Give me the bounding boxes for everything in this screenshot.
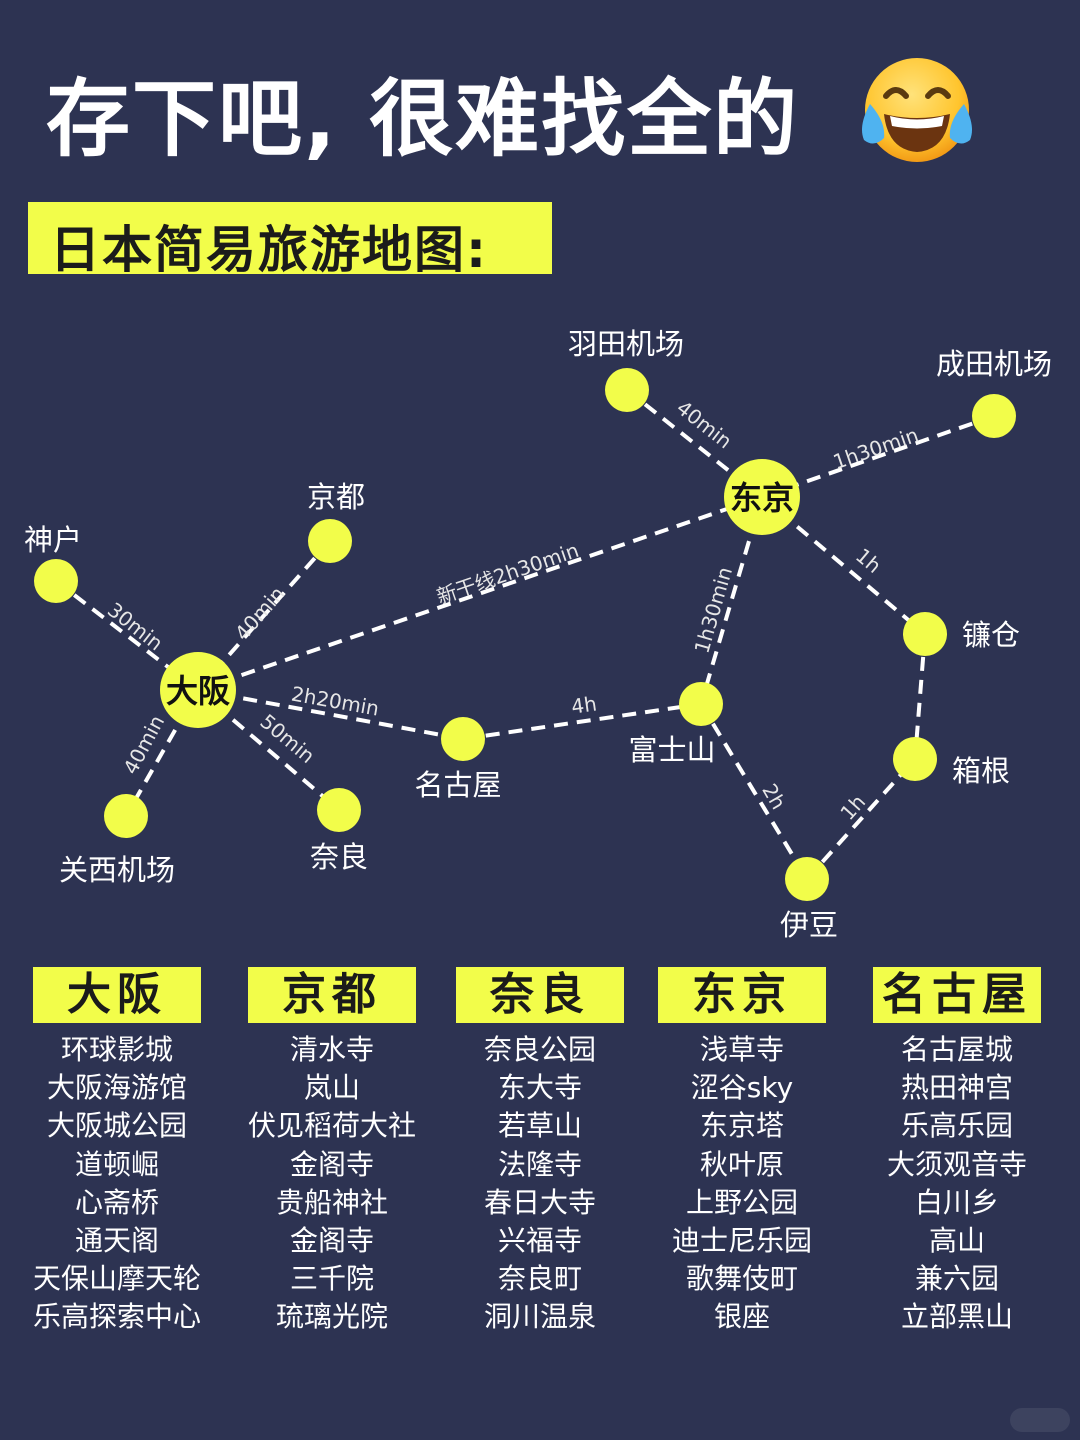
travel-route-map: 东京 大阪 羽田机场 成田机场 京都 神户 镰仓 富士山 名古屋 箱根 奈良 关…: [24, 327, 1052, 942]
route-label-kyoto-osaka: 40min: [230, 582, 290, 645]
list-item: 上野公园: [685, 1185, 798, 1219]
list-item: 兴福寺: [497, 1224, 582, 1258]
list-item: 琉璃光院: [275, 1300, 388, 1334]
list-item: 奈良町: [497, 1262, 582, 1296]
node-nagoya: [441, 717, 485, 761]
list-item: 三千院: [289, 1262, 374, 1296]
node-nara: [317, 788, 361, 832]
list-item: 金阁寺: [289, 1224, 374, 1258]
column-heading: 名古屋: [873, 967, 1041, 1023]
column-heading: 大阪: [33, 967, 201, 1023]
route-osaka-tokyo: [197, 495, 763, 692]
column-tokyo: 东京 浅草寺 涩谷sky 东京塔 秋叶原 上野公园 迪士尼乐园 歌舞伎町 银座: [632, 967, 852, 1337]
node-kansai-airport: [104, 794, 148, 838]
list-item: 名古屋城: [900, 1033, 1013, 1066]
place-label-hakone: 箱根: [952, 754, 1010, 788]
route-nagoya-fuji: [462, 702, 702, 741]
place-label-narita: 成田机场: [936, 347, 1052, 381]
list-item: 东大寺: [497, 1071, 582, 1105]
list-item: 白川乡: [914, 1185, 999, 1219]
place-label-nagoya: 名古屋: [414, 768, 501, 802]
list-item: 兼六园: [914, 1262, 999, 1296]
watermark-logo: [1010, 1408, 1070, 1432]
place-label-fuji: 富士山: [628, 733, 715, 767]
list-item: 岚山: [303, 1071, 360, 1105]
route-izu-hakone: [805, 757, 917, 881]
place-label-kamakura: 镰仓: [962, 618, 1020, 652]
list-item: 迪士尼乐园: [671, 1224, 812, 1258]
list-item: 伏见稻荷大社: [247, 1109, 416, 1143]
route-narita-tokyo: [761, 414, 995, 499]
column-heading: 奈良: [456, 967, 624, 1023]
list-item: 银座: [713, 1300, 770, 1334]
node-izu: [785, 857, 829, 901]
face-with-tears-of-joy-icon: [862, 58, 972, 162]
place-label-haneda: 羽田机场: [568, 327, 684, 361]
node-osaka: [160, 652, 236, 728]
node-fuji: [679, 682, 723, 726]
place-label-kansai-airport: 关西机场: [59, 853, 175, 887]
page-title: 存下吧, 很难找全的: [46, 70, 800, 168]
route-label-tokyo-kamakura: 1h: [851, 543, 886, 578]
node-kamakura: [903, 612, 947, 656]
list-item: 若草山: [497, 1109, 582, 1143]
list-item: 金阁寺: [289, 1147, 374, 1181]
list-item: 秋叶原: [699, 1147, 784, 1181]
list-item: 立部黑山: [900, 1300, 1013, 1334]
list-item: 大须观音寺: [886, 1147, 1027, 1181]
route-label-osaka-nara: 50min: [256, 709, 320, 768]
hub-label-osaka: 大阪: [166, 672, 230, 710]
route-label-osaka-tokyo: 新干线2h30min: [434, 538, 582, 609]
column-nara: 奈良 奈良公园 东大寺 若草山 法隆寺 春日大寺 兴福寺 奈良町 洞川温泉: [430, 967, 650, 1337]
place-label-kobe: 神户: [24, 523, 82, 557]
map-subtitle: 日本简易旅游地图:: [50, 221, 488, 279]
list-item: 高山: [928, 1224, 985, 1258]
column-osaka: 大阪 环球影城 大阪海游馆 大阪城公园 道顿崛 心斋桥 通天阁 天保山摩天轮 乐…: [7, 967, 227, 1337]
list-item: 环球影城: [60, 1033, 173, 1066]
list-item: 贵船神社: [275, 1185, 388, 1219]
route-label-nagoya-fuji: 4h: [570, 691, 598, 718]
list-item: 大阪海游馆: [46, 1071, 187, 1105]
node-haneda: [605, 368, 649, 412]
list-item: 天保山摩天轮: [32, 1262, 201, 1296]
list-item: 涩谷sky: [690, 1071, 794, 1105]
column-heading: 东京: [658, 967, 826, 1023]
node-kobe: [34, 559, 78, 603]
list-item: 春日大寺: [483, 1185, 596, 1219]
list-item: 道顿崛: [74, 1147, 159, 1181]
route-label-izu-hakone: 1h: [835, 790, 870, 825]
list-item: 奈良公园: [483, 1033, 596, 1066]
place-label-izu: 伊豆: [780, 908, 838, 942]
hub-label-tokyo: 东京: [730, 479, 794, 517]
list-item: 大阪城公园: [46, 1109, 187, 1143]
column-kyoto: 京都 清水寺 岚山 伏见稻荷大社 金阁寺 贵船神社 金阁寺 三千院 琉璃光院: [222, 967, 442, 1337]
list-item: 乐高探索中心: [32, 1300, 201, 1334]
node-kyoto: [308, 519, 352, 563]
route-fuji-izu: [699, 702, 809, 881]
node-tokyo: [724, 459, 800, 535]
place-label-nara: 奈良: [310, 840, 368, 874]
subtitle-highlight: [28, 202, 552, 274]
list-item: 通天阁: [74, 1224, 159, 1258]
list-item: 东京塔: [699, 1109, 784, 1143]
route-label-osaka-kansai: 40min: [118, 711, 169, 778]
column-heading: 京都: [248, 967, 416, 1023]
list-item: 浅草寺: [699, 1033, 784, 1066]
list-item: 清水寺: [289, 1033, 374, 1066]
list-item: 心斋桥: [74, 1185, 159, 1219]
route-label-narita-tokyo: 1h30min: [830, 423, 922, 475]
node-narita: [972, 394, 1016, 438]
route-label-haneda-tokyo: 40min: [672, 396, 737, 454]
list-item: 热田神宫: [900, 1071, 1013, 1105]
list-item: 洞川温泉: [483, 1300, 596, 1334]
place-label-kyoto: 京都: [307, 480, 365, 514]
list-item: 乐高乐园: [900, 1109, 1013, 1143]
column-nagoya: 名古屋 名古屋城 热田神宫 乐高乐园 大须观音寺 白川乡 高山 兼六园 立部黑山: [847, 967, 1067, 1337]
node-hakone: [893, 737, 937, 781]
list-item: 法隆寺: [497, 1147, 582, 1181]
list-item: 歌舞伎町: [685, 1262, 798, 1296]
